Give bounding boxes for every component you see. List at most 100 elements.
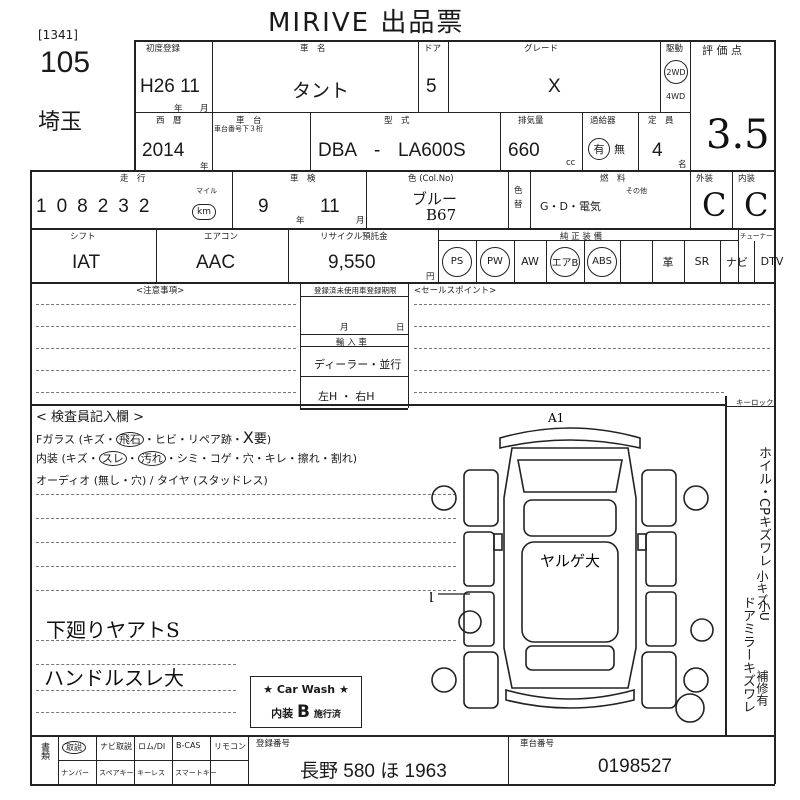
fuel-other-label: その他	[626, 187, 647, 195]
recycle-label: リサイクル預託金	[320, 232, 388, 242]
glass-suffix: ・ヒビ・リペア跡・	[143, 433, 243, 446]
audio-line: オーディオ (無し・穴) / タイヤ (スタッドレス)	[36, 474, 268, 487]
inspection-year: 9	[258, 196, 269, 217]
mileage-unit-circled: km	[192, 204, 216, 220]
fuel-label: 燃 料	[600, 174, 626, 184]
handle-label: 左H ・ 右H	[318, 390, 375, 403]
lot-code: [1341]	[38, 28, 78, 42]
color-value: ブルー	[412, 190, 458, 208]
ac-value: AAC	[196, 252, 236, 273]
carwash-box: ★ Car Wash ★ 内装 B 施行済	[250, 676, 362, 728]
handwritten-note-2: ハンドルスレ大	[44, 666, 184, 690]
equipment-エアB: エアB	[546, 241, 585, 282]
drive-label: 駆動	[666, 44, 684, 54]
turbo-yes-circled: 有	[588, 138, 610, 160]
displacement-label: 排気量	[518, 116, 544, 126]
capacity-unit: 名	[678, 160, 687, 170]
grade-label: グレード	[524, 44, 559, 54]
year-value: 2014	[142, 140, 185, 161]
doors-label: ドア	[424, 44, 442, 54]
shift-value: IAT	[72, 252, 101, 273]
right-note-3: 小U	[757, 600, 771, 621]
carwash-grade: B	[297, 702, 310, 722]
page-title: MIRIVE 出品票	[268, 8, 465, 38]
turbo-label: 過給器	[590, 116, 616, 126]
color-code: B67	[426, 206, 457, 224]
drive-2wd-circled: 2WD	[664, 60, 688, 84]
shift-label: シフト	[70, 232, 96, 242]
car-damage-diagram: A1 ヤルゲ大 U1	[430, 411, 714, 723]
doc-item-top-4: リモコン	[214, 742, 246, 751]
doors-value: 5	[426, 76, 437, 97]
displacement-unit: cc	[566, 158, 576, 168]
right-note-5: 補修有	[755, 670, 769, 706]
capacity-value: 4	[652, 140, 663, 161]
model-sep: -	[374, 140, 381, 161]
glass-need: 要	[253, 432, 267, 447]
interior-line: 内装 (キズ・スレ・汚れ・シミ・コゲ・穴・キレ・擦れ・割れ)	[36, 450, 357, 466]
doc-item-bottom-3: スマートキー	[175, 769, 217, 777]
carwash-title: ★ Car Wash ★	[263, 683, 349, 696]
equipment-PW: PW	[476, 241, 515, 282]
chassis-label: 車 台	[236, 116, 262, 126]
inspection-month-unit: 月	[356, 216, 365, 226]
right-note-1: ホイル・CPキズワレ	[756, 446, 771, 567]
year-unit: 年	[174, 104, 183, 114]
int-value: C	[744, 186, 769, 224]
equipment-SR: SR	[684, 241, 721, 282]
first-reg-value: H26 11	[140, 76, 200, 97]
glass-mark: X	[242, 428, 254, 447]
drive-4wd: 4WD	[666, 92, 686, 101]
carwash-suffix: 施行済	[313, 710, 341, 720]
rating-label: 評 価 点	[702, 44, 742, 57]
capacity-label: 定 員	[648, 116, 674, 126]
date-day: 日	[396, 323, 405, 333]
sales-label: <セールスポイント>	[414, 286, 497, 296]
equip-label: 純 正 装 備	[560, 232, 603, 242]
model-prefix: DBA	[318, 140, 358, 161]
car-name-label: 車 名	[300, 44, 326, 54]
tuner-label: チューナー	[740, 232, 773, 240]
equipment-PS: PS	[438, 241, 477, 282]
recycle-unit: 円	[426, 272, 435, 282]
dealer-label: ディーラー・並行	[314, 358, 402, 371]
doc-item-top-2: ロム/DI	[138, 742, 166, 751]
carwash-prefix: 内装	[271, 707, 294, 720]
glass-close: )	[266, 433, 272, 446]
plate-value: 長野 580 ほ 1963	[300, 761, 447, 782]
lot-region: 埼玉	[38, 110, 83, 135]
model-value: LA600S	[398, 140, 466, 161]
right-note-2: ドアミラーキズワレ	[740, 596, 755, 713]
car-name-value: タント	[292, 81, 350, 102]
right-note-4: 小キズ	[755, 570, 769, 606]
interior-mid: ・	[126, 452, 138, 465]
ext-value: C	[702, 186, 727, 224]
ext-label: 外装	[696, 174, 714, 184]
doc-item-bottom-1: スペアキー	[99, 769, 134, 777]
color-label: 色 (Col.No)	[408, 174, 454, 184]
damage-mark-left: U1	[430, 591, 435, 606]
lot-number: 105	[40, 46, 91, 79]
equipment-blank	[620, 241, 653, 282]
handwritten-note-1: 下廻りヤアトS	[46, 618, 180, 642]
model-label: 型 式	[384, 116, 410, 126]
mileage-unit-top: マイル	[196, 187, 217, 195]
first-reg-label: 初度登録	[146, 44, 181, 54]
interior-suffix: ・シミ・コゲ・穴・キレ・擦れ・割れ)	[165, 452, 358, 465]
mileage-value: 108232	[36, 196, 160, 217]
color-change-label: 色替	[514, 186, 523, 210]
notes-label: <注意事項>	[136, 286, 185, 296]
doc-item-top-0: 取説	[62, 741, 86, 754]
doc-item-top-1: ナビ取説	[100, 742, 132, 751]
fuel-options: G・D・電気	[540, 200, 601, 213]
year-label: 西 暦	[156, 116, 182, 126]
interior-prefix: 内装 (キズ・	[36, 452, 99, 465]
inspection-year-unit: 年	[296, 216, 305, 226]
int-label: 内装	[738, 174, 756, 184]
equipment-革: 革	[652, 241, 685, 282]
recycle-value: 9,550	[328, 252, 376, 273]
plate-label: 登録番号	[256, 739, 291, 749]
doc-label: 書類	[39, 742, 49, 760]
equipment-DTV: DTV	[760, 255, 784, 268]
serial-value: 0198527	[598, 756, 672, 777]
